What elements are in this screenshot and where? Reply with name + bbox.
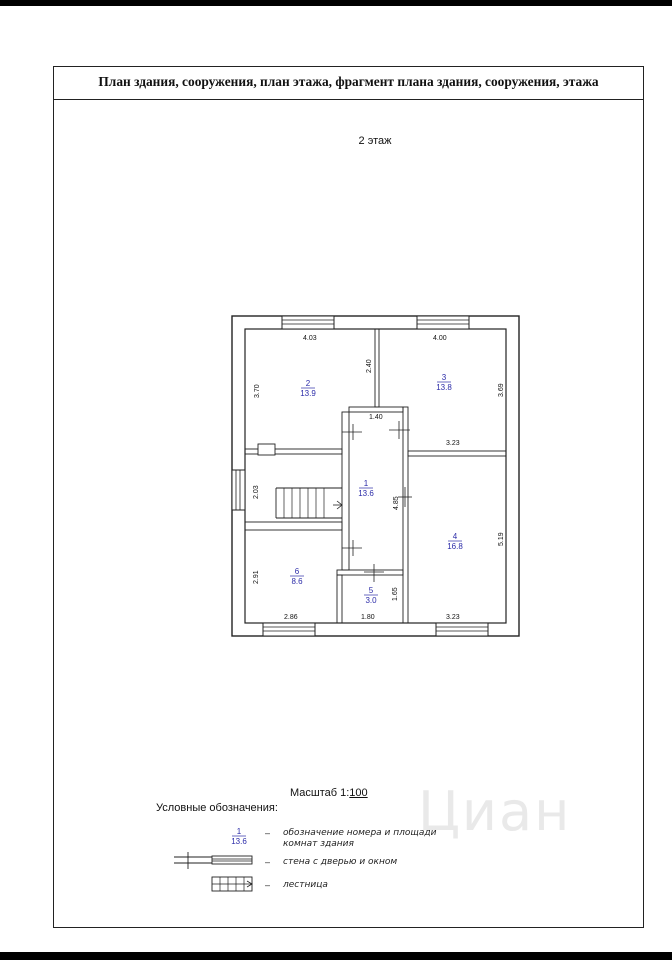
room-label-4: 4 16.8 xyxy=(447,532,463,551)
dim-room3-bottom: 3.23 xyxy=(446,440,460,447)
dim-stair-side: 2.03 xyxy=(253,485,260,499)
window-top-left xyxy=(281,315,335,330)
legend-dash: – xyxy=(265,880,271,890)
scale-prefix: Масштаб 1: xyxy=(290,787,350,799)
svg-text:13.6: 13.6 xyxy=(231,837,247,846)
dim-room2-partition: 2.40 xyxy=(366,359,373,373)
svg-text:1: 1 xyxy=(364,479,369,488)
outer-wall-inner xyxy=(244,328,507,624)
svg-text:13.8: 13.8 xyxy=(436,383,452,392)
watermark: Циан xyxy=(418,780,572,843)
dim-bottom-mid: 1.80 xyxy=(361,614,375,621)
room-label-5: 5 3.0 xyxy=(364,586,378,605)
legend-room-symbol: 1 13.6 xyxy=(231,827,247,846)
dim-room5-side: 1.65 xyxy=(392,587,399,601)
dim-corridor-width: 1.40 xyxy=(369,414,383,421)
dim-room2-side: 3.70 xyxy=(254,384,261,398)
wall-room6-top xyxy=(244,521,343,531)
dim-room6-side: 2.91 xyxy=(253,570,260,584)
legend-title: Условные обозначения: xyxy=(156,802,278,814)
room-label-6: 6 8.6 xyxy=(290,567,304,586)
dim-top-right: 4.00 xyxy=(433,335,447,342)
outer-wall-outer xyxy=(231,315,520,637)
scale-label: Масштаб 1:100 xyxy=(290,787,368,799)
svg-text:4: 4 xyxy=(453,532,458,541)
svg-text:13.9: 13.9 xyxy=(300,389,316,398)
svg-text:5: 5 xyxy=(369,586,374,595)
scale-value: 100 xyxy=(349,787,368,799)
bottom-edge-bar xyxy=(0,952,672,960)
svg-text:3.0: 3.0 xyxy=(365,596,377,605)
legend-wall-symbol xyxy=(174,852,253,869)
wall-room5-left xyxy=(336,574,343,624)
svg-text:8.6: 8.6 xyxy=(291,577,303,586)
svg-text:16.8: 16.8 xyxy=(447,542,463,551)
legend-item-wall: стена с дверью и окном xyxy=(283,857,398,867)
dim-room4-side: 5.19 xyxy=(498,532,505,546)
svg-text:13.6: 13.6 xyxy=(358,489,374,498)
room-label-2: 2 13.9 xyxy=(300,379,316,398)
window-bottom-left xyxy=(262,622,316,637)
floor-label: 2 этаж xyxy=(358,135,392,147)
legend-item-stairs: лестница xyxy=(283,880,328,890)
svg-text:6: 6 xyxy=(295,567,300,576)
document-frame xyxy=(53,66,644,928)
window-top-right xyxy=(416,315,470,330)
dim-corridor-length: 4.85 xyxy=(393,496,400,510)
dim-bottom-left: 2.86 xyxy=(284,614,298,621)
window-bottom-right xyxy=(435,622,489,637)
svg-text:3: 3 xyxy=(442,373,447,382)
svg-text:1: 1 xyxy=(237,827,242,836)
window-left xyxy=(231,469,246,511)
document-title: План здания, сооружения, план этажа, фра… xyxy=(98,74,599,89)
wall-room3-bottom xyxy=(407,450,507,457)
legend-dash: – xyxy=(265,828,271,838)
wall-room2-room3 xyxy=(374,328,380,408)
dim-top-left: 4.03 xyxy=(303,335,317,342)
dim-bottom-right: 3.23 xyxy=(446,614,460,621)
dim-room3-side: 3.69 xyxy=(498,383,505,397)
top-edge-bar xyxy=(0,0,672,6)
wall-corridor-right xyxy=(402,406,409,624)
wall-corridor-top xyxy=(348,406,404,413)
legend-stairs-symbol xyxy=(211,876,253,892)
room-label-3: 3 13.8 xyxy=(436,373,452,392)
svg-text:2: 2 xyxy=(306,379,311,388)
wall-corridor-left xyxy=(341,411,350,571)
legend-dash: – xyxy=(265,857,271,867)
column xyxy=(257,443,276,456)
staircase xyxy=(275,487,343,519)
header-divider xyxy=(53,99,644,100)
legend-item-room: обозначение номера и площади комнат здан… xyxy=(283,828,437,849)
wall-room5-top xyxy=(336,569,404,576)
room-label-1: 1 13.6 xyxy=(358,479,374,498)
